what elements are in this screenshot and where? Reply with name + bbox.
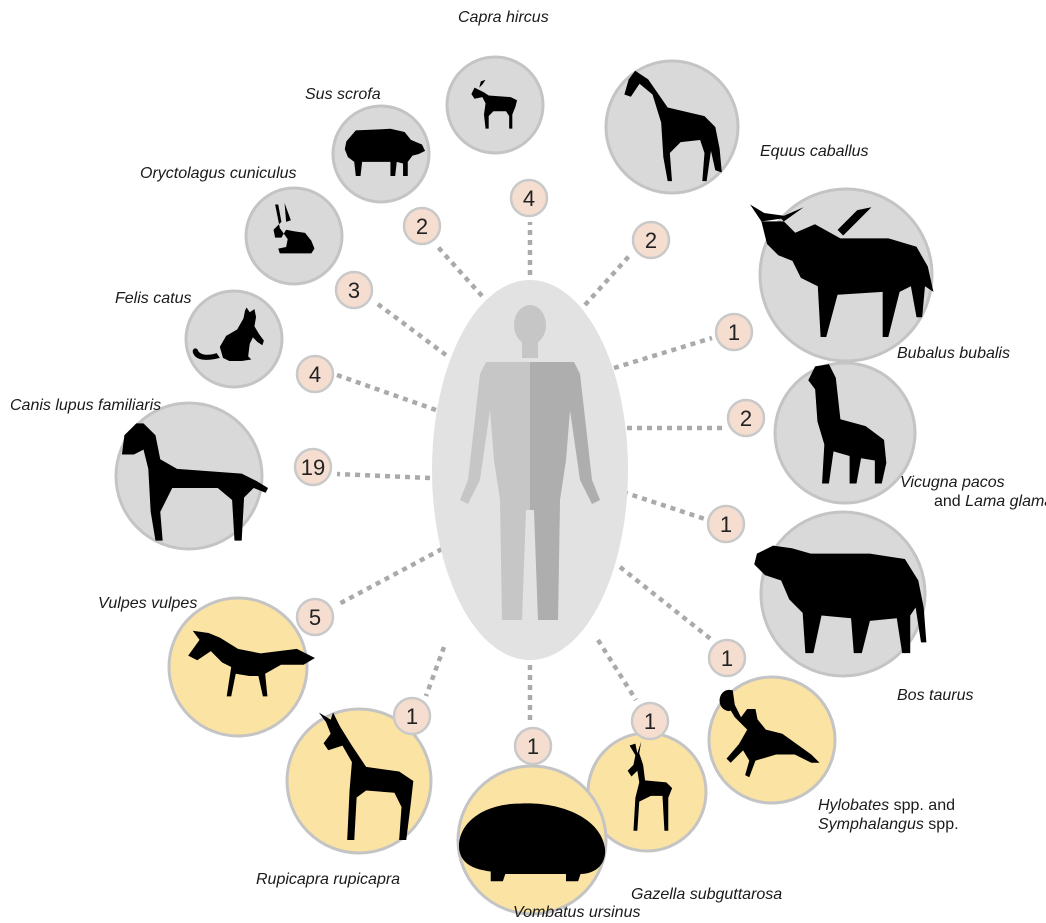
species-node-vicugna-pacos xyxy=(775,363,915,503)
species-node-oryctolagus-cuniculus xyxy=(246,188,342,284)
case-count: 4 xyxy=(523,186,535,211)
species-node-vombatus-ursinus xyxy=(458,766,606,914)
species-node-bos-taurus xyxy=(754,512,926,676)
species-label: Sus scrofa xyxy=(305,85,381,104)
species-node-felis-catus xyxy=(186,291,282,387)
name-suffix: spp. and xyxy=(894,797,955,814)
case-count: 5 xyxy=(309,605,321,630)
species-node-vulpes-vulpes xyxy=(169,598,315,736)
connector-sus-scrofa xyxy=(437,246,482,296)
case-count-badge: 2 xyxy=(633,222,669,258)
connector-oryctolagus-cuniculus xyxy=(375,302,446,355)
species-label: Vombatus ursinus xyxy=(513,903,640,922)
name: Vombatus ursinus xyxy=(513,904,640,921)
species-label: Bos taurus xyxy=(897,686,973,705)
case-count-badge: 1 xyxy=(394,698,430,734)
case-count: 1 xyxy=(527,734,539,759)
case-count-badge: 4 xyxy=(511,180,547,216)
case-count-badge: 4 xyxy=(297,356,333,392)
case-count-badge: 1 xyxy=(709,640,745,676)
connector-gazella-subgutturosa xyxy=(598,640,636,700)
species-label: Bubalus bubalis xyxy=(897,344,1010,363)
species-node-hylobates xyxy=(709,677,835,803)
connector-bubalus-bubalis xyxy=(614,338,712,368)
name: Bos taurus xyxy=(897,687,973,704)
connector-hylobates xyxy=(620,567,712,640)
case-count-badge: 1 xyxy=(716,314,752,350)
case-count: 1 xyxy=(720,512,732,537)
species-label: Gazella subguttarosa xyxy=(631,885,782,904)
name: Sus scrofa xyxy=(305,86,381,103)
name: Felis catus xyxy=(115,290,191,307)
case-count-badge: 2 xyxy=(728,400,764,436)
species-node-equus-caballus xyxy=(606,61,738,193)
species-label: Vulpes vulpes xyxy=(98,594,197,613)
name: Capra hircus xyxy=(458,9,549,26)
name: Equus caballus xyxy=(760,143,869,160)
name-joiner: and xyxy=(934,493,961,510)
name: Vulpes vulpes xyxy=(98,595,197,612)
species-node-capra-hircus xyxy=(447,57,543,153)
case-count: 1 xyxy=(721,646,733,671)
connector-vulpes-vulpes xyxy=(337,549,442,605)
name: Hylobates xyxy=(818,797,889,814)
connector-bos-taurus xyxy=(623,492,705,519)
name: Bubalus bubalis xyxy=(897,345,1010,362)
case-count: 2 xyxy=(740,406,752,431)
species-label: Equus caballus xyxy=(760,142,869,161)
name-alt-suffix: spp. xyxy=(928,816,958,833)
species-label: Oryctolagus cuniculus xyxy=(140,164,297,183)
case-count-badge: 2 xyxy=(404,208,440,244)
case-count: 19 xyxy=(301,455,325,480)
connector-equus-caballus xyxy=(585,255,630,305)
name-alt: Symphalangus xyxy=(818,816,924,833)
name: Oryctolagus cuniculus xyxy=(140,165,297,182)
name: Rupicapra rupicapra xyxy=(256,871,400,888)
species-label: Felis catus xyxy=(115,289,191,308)
name-alt: Lama glama xyxy=(965,493,1046,510)
species-label: Vicugna pacos and Lama glama xyxy=(900,473,1046,511)
case-count: 3 xyxy=(348,278,360,303)
case-count: 2 xyxy=(416,214,428,239)
case-count-badge: 1 xyxy=(708,506,744,542)
species-node-sus-scrofa xyxy=(333,106,429,202)
species-node-bubalus-bubalis xyxy=(750,189,933,361)
name: Canis lupus familiaris xyxy=(10,397,161,414)
name: Gazella subguttarosa xyxy=(631,886,782,903)
species-label: Capra hircus xyxy=(458,8,549,27)
case-count: 4 xyxy=(309,362,321,387)
case-count: 1 xyxy=(406,704,418,729)
species-label: Rupicapra rupicapra xyxy=(256,870,400,889)
case-count-badge: 1 xyxy=(632,703,668,739)
case-count-badge: 5 xyxy=(297,599,333,635)
case-count: 1 xyxy=(728,320,740,345)
case-count-badge: 3 xyxy=(336,272,372,308)
connector-canis-lupus-familiaris xyxy=(337,474,430,478)
case-count-badge: 19 xyxy=(295,449,331,485)
connector-felis-catus xyxy=(334,374,436,410)
case-count-badge: 1 xyxy=(515,728,551,764)
case-count: 1 xyxy=(644,709,656,734)
species-label: Canis lupus familiaris xyxy=(10,396,161,415)
name: Vicugna pacos xyxy=(900,474,1005,491)
connector-rupicapra-rupicapra xyxy=(426,647,444,696)
case-count: 2 xyxy=(645,228,657,253)
species-node-canis-lupus-familiaris xyxy=(116,403,268,549)
